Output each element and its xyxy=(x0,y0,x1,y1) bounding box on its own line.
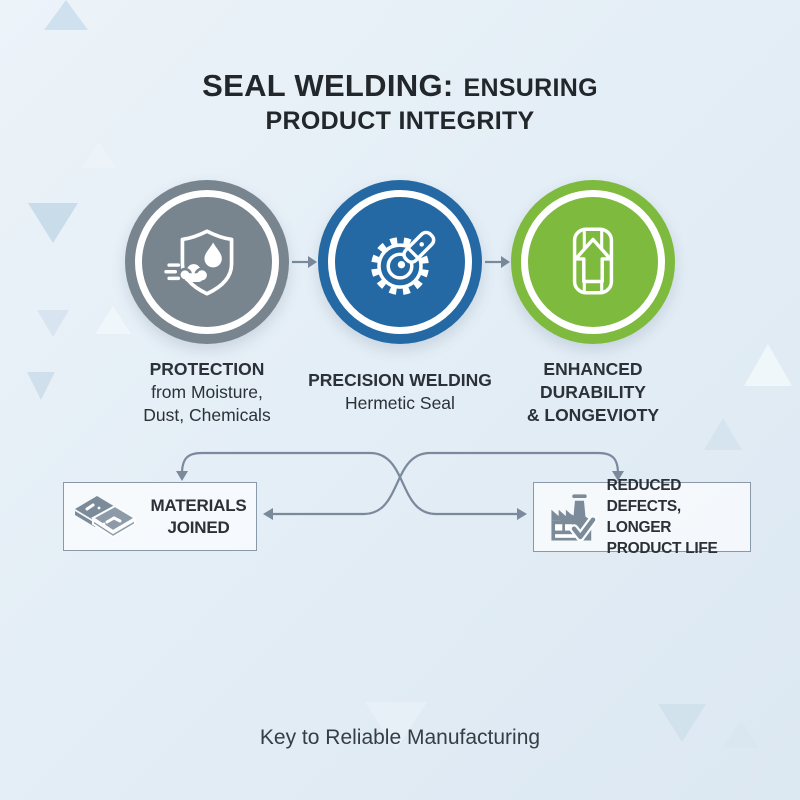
arrowhead-down-icon xyxy=(176,471,188,481)
arrowhead-left-icon xyxy=(263,508,273,520)
materials-joined-label: MATERIALS JOINED xyxy=(150,495,246,539)
durability-heading: ENHANCED xyxy=(543,359,643,379)
page-title: SEAL WELDING: ENSURING PRODUCT INTEGRITY xyxy=(0,68,800,136)
protection-line: from Moisture, xyxy=(151,382,263,402)
welding-circle-inner xyxy=(328,190,472,334)
title-line2: PRODUCT INTEGRITY xyxy=(265,107,535,135)
welding-heading: PRECISION WELDING xyxy=(308,370,492,390)
decorative-triangle xyxy=(44,0,88,30)
welding-circle xyxy=(318,180,482,344)
step-precision-welding: PRECISION WELDING Hermetic Seal xyxy=(300,180,500,415)
decorative-triangle xyxy=(37,310,69,337)
shield-moisture-icon xyxy=(164,229,234,296)
reduced-defects-label: REDUCED DEFECTS, LONGER PRODUCT LIFE xyxy=(607,475,750,559)
protection-circle-inner xyxy=(135,190,279,334)
protection-heading: PROTECTION xyxy=(149,359,265,379)
welding-line: Hermetic Seal xyxy=(345,393,455,413)
durability-line: & LONGEVIOTY xyxy=(526,405,660,425)
title-main: SEAL WELDING: xyxy=(202,68,454,103)
arrowhead-right-icon xyxy=(517,508,527,520)
checkmark-icon xyxy=(569,515,597,542)
welding-label: PRECISION WELDING Hermetic Seal xyxy=(308,369,492,415)
welding-gear-icon xyxy=(371,230,436,296)
box-line: MATERIALS xyxy=(150,495,247,515)
welding-torch-icon xyxy=(397,230,436,269)
durability-circle xyxy=(511,180,675,344)
step-enhanced-durability: ENHANCED DURABILITY & LONGEVIOTY xyxy=(493,180,693,427)
box-line: LONGER xyxy=(606,519,672,536)
protection-label: PROTECTION from Moisture, Dust, Chemical… xyxy=(143,358,270,427)
durability-circle-inner xyxy=(521,190,665,334)
decorative-triangle xyxy=(28,203,78,243)
durability-label: ENHANCED DURABILITY & LONGEVIOTY xyxy=(527,358,659,427)
materials-joined-box: MATERIALS JOINED xyxy=(63,482,257,551)
decorative-triangle xyxy=(27,372,55,400)
decorative-triangle xyxy=(744,344,792,386)
dust-cloud-icon xyxy=(177,261,210,283)
box-line: REDUCED DEFECTS, xyxy=(606,477,682,515)
decorative-triangle xyxy=(82,142,116,168)
protection-circle xyxy=(125,180,289,344)
title-rest: ENSURING xyxy=(463,74,598,102)
box-line: JOINED xyxy=(167,517,230,537)
joined-plates-icon xyxy=(75,495,138,538)
reduced-defects-box: REDUCED DEFECTS, LONGER PRODUCT LIFE xyxy=(533,477,751,557)
factory-check-icon xyxy=(551,494,597,542)
durability-upgrade-icon xyxy=(572,227,614,295)
durability-line: DURABILITY xyxy=(540,382,646,402)
decorative-triangle xyxy=(704,418,742,450)
box-line: PRODUCT LIFE xyxy=(606,540,718,557)
protection-line: Dust, Chemicals xyxy=(143,405,271,425)
step-protection: PROTECTION from Moisture, Dust, Chemical… xyxy=(107,180,307,427)
footer-tagline: Key to Reliable Manufacturing xyxy=(259,726,541,749)
